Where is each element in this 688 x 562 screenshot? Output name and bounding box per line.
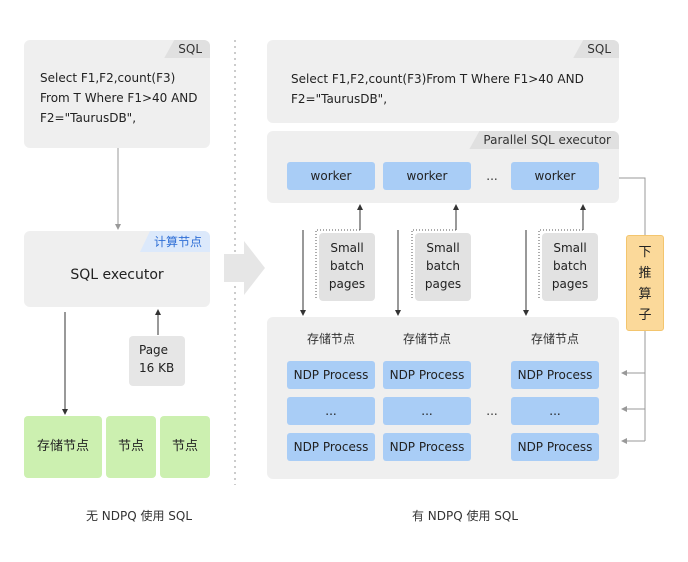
ndp-process-r1c3: NDP Process [511, 361, 599, 389]
ndp-ellipsis-r2c3: ... [511, 397, 599, 425]
ndp-process-r1c2: NDP Process [383, 361, 471, 389]
parallel-executor-tag: Parallel SQL executor [469, 131, 619, 149]
compute-node-panel: 计算节点 SQL executor [24, 231, 210, 307]
left-sql-tag: SQL [164, 40, 210, 58]
storage-node-2: 节点 [106, 416, 156, 478]
transition-arrow [224, 241, 265, 295]
right-sql-tag: SQL [573, 40, 619, 58]
storage-node-main: 存储节点 [24, 416, 102, 478]
right-sql-code: Select F1,F2,count(F3)From T Where F1>40… [291, 72, 584, 106]
worker-1: worker [287, 162, 375, 190]
ndp-columns-ellipsis: ... [486, 404, 498, 418]
ndp-ellipsis-r2c2: ... [383, 397, 471, 425]
small-batch-pages-1: Small batch pages [319, 233, 375, 301]
storage-node-3: 节点 [160, 416, 210, 478]
workers-ellipsis: ... [486, 169, 498, 183]
left-sql-panel: SQL Select F1,F2,count(F3) From T Where … [24, 40, 210, 148]
worker-2: worker [383, 162, 471, 190]
pushdown-operator-box: 下 推 算 子 [626, 235, 664, 331]
ndp-process-r3c3: NDP Process [511, 433, 599, 461]
compute-node-tag: 计算节点 [139, 231, 210, 252]
right-caption: 有 NDPQ 使用 SQL [411, 509, 519, 523]
storage-label-3: 存储节点 [530, 332, 579, 346]
ndp-process-r1c1: NDP Process [287, 361, 375, 389]
storage-label-2: 存储节点 [402, 332, 451, 346]
small-batch-pages-3: Small batch pages [542, 233, 598, 301]
sql-executor-label: SQL executor [70, 267, 164, 283]
storage-label-1: 存储节点 [306, 332, 355, 346]
ndp-ellipsis-r2c1: ... [287, 397, 375, 425]
right-sql-panel: SQL Select F1,F2,count(F3)From T Where F… [267, 40, 619, 123]
ndp-process-r3c2: NDP Process [383, 433, 471, 461]
page-box: Page 16 KB [129, 336, 185, 386]
left-caption: 无 NDPQ 使用 SQL [85, 509, 193, 523]
ndp-process-r3c1: NDP Process [287, 433, 375, 461]
worker-3: worker [511, 162, 599, 190]
left-sql-code: Select F1,F2,count(F3) From T Where F1>4… [40, 71, 198, 125]
small-batch-pages-2: Small batch pages [415, 233, 471, 301]
parallel-executor-panel: Parallel SQL executor worker worker ... … [267, 131, 619, 203]
storage-panel: 存储节点 存储节点 存储节点 NDP Process NDP Process N… [267, 317, 619, 479]
